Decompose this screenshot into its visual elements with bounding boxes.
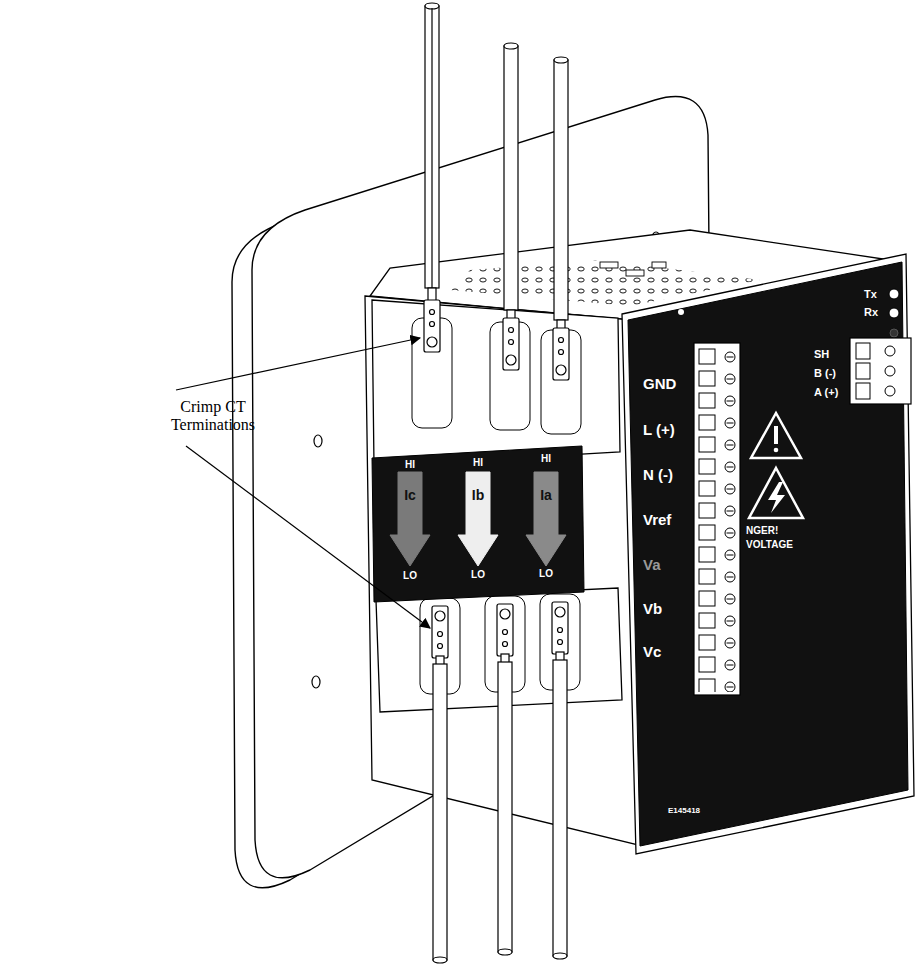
terminal-label: Vref <box>643 511 671 528</box>
shock-symbol <box>749 468 803 518</box>
connector-slot <box>856 363 870 379</box>
upper-cables <box>424 3 569 380</box>
lower-cables <box>432 602 568 963</box>
led <box>889 289 899 299</box>
pin-label: A (+) <box>814 386 838 399</box>
callout-label: Crimp CT Terminations <box>148 398 278 435</box>
rear-panel <box>628 262 908 846</box>
terminal-slots <box>698 346 716 692</box>
ct-upper-tier <box>372 300 620 466</box>
vent-slot <box>600 262 618 268</box>
ct-arrow <box>526 472 566 566</box>
terminal-label: GND <box>643 375 676 392</box>
polarity-label: LO <box>471 569 485 581</box>
terminal-label: L (+) <box>643 421 675 438</box>
connector-slot <box>856 383 870 399</box>
ct-arrow <box>458 472 498 566</box>
polarity-label: LO <box>539 568 553 580</box>
phase-label: Ia <box>540 487 552 503</box>
warning-symbol <box>774 426 778 444</box>
mounting-hole <box>312 676 320 688</box>
terminal-label: Vb <box>643 600 662 617</box>
terminal-label: Vc <box>643 643 661 660</box>
led-label: Tx <box>864 288 877 301</box>
vent-slot <box>652 262 666 268</box>
vent-slot <box>626 270 644 276</box>
terminal-block <box>694 343 740 695</box>
shock-symbol <box>768 482 785 513</box>
terminal-label: Va <box>643 556 661 573</box>
ct-label-panel <box>372 446 584 602</box>
phase-label: Ic <box>404 487 416 503</box>
led <box>889 308 899 318</box>
warning-symbol <box>751 413 801 458</box>
warning-symbol <box>774 448 779 453</box>
led <box>890 329 898 337</box>
indicator <box>678 309 684 315</box>
leader-line <box>176 338 420 390</box>
ct-arrow <box>390 472 430 566</box>
connector-screw <box>885 386 895 396</box>
connector-screw <box>885 346 895 356</box>
pin-label: B (-) <box>814 367 836 380</box>
led-label: Rx <box>864 306 878 319</box>
polarity-label: LO <box>403 570 417 582</box>
model-number: E145418 <box>668 806 700 815</box>
rear-rim <box>622 254 914 854</box>
terminal-label: N (-) <box>643 466 673 483</box>
polarity-label: HI <box>541 453 551 465</box>
rs485-connector <box>850 338 911 404</box>
pin-label: SH <box>814 348 829 361</box>
connector-slot <box>856 343 870 359</box>
polarity-label: HI <box>473 457 483 469</box>
warning-text: VOLTAGE <box>746 539 793 551</box>
leader-line <box>186 446 430 628</box>
mounting-hole <box>314 435 322 447</box>
terminal-screws <box>719 346 739 692</box>
polarity-label: HI <box>405 459 415 471</box>
phase-label: Ib <box>472 487 484 503</box>
connector-screw <box>885 366 895 376</box>
warning-text: NGER! <box>746 525 778 537</box>
